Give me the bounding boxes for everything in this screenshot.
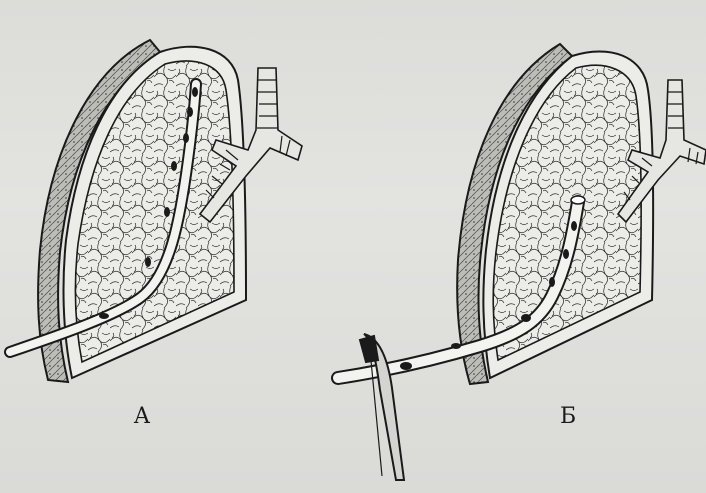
panel-a [10,40,302,382]
panel-b [338,44,706,480]
panel-label-b: Б [560,404,577,429]
panel-label-a: A [134,404,151,429]
clamp-forceps-b [360,334,404,480]
